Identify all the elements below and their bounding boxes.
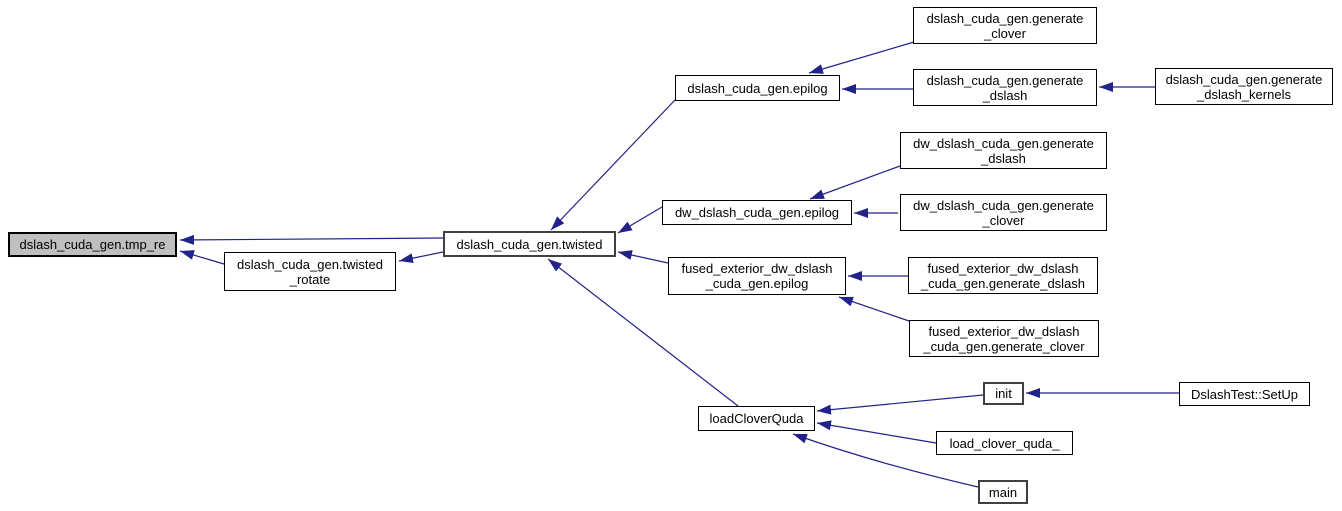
edge-twisted-to-twisted-rotate [398,251,444,264]
edge-fused-epilog-to-twisted [617,250,669,264]
node-dslash-cuda-gen-generate-clover[interactable]: dslash_cuda_gen.generate _clover [913,7,1097,44]
node-dslash-cuda-gen-generate-dslash[interactable]: dslash_cuda_gen.generate _dslash [913,69,1097,106]
node-dslash-cuda-gen-twisted[interactable]: dslash_cuda_gen.twisted [443,231,616,257]
node-dslashtest-setup[interactable]: DslashTest::SetUp [1179,382,1310,406]
edge-dw-epilog-to-twisted [617,206,663,234]
node-fused-exterior-dw-dslash-cuda-gen-generate-dslash[interactable]: fused_exterior_dw_dslash _cuda_gen.gener… [908,257,1098,294]
edge-fused-generate-clover-to-fused-epilog [838,296,910,322]
node-fused-exterior-dw-dslash-cuda-gen-epilog[interactable]: fused_exterior_dw_dslash _cuda_gen.epilo… [668,257,846,295]
edge-init-to-loadcloverquda [816,394,984,415]
node-loadcloverquda[interactable]: loadCloverQuda [698,406,815,431]
node-dslash-cuda-gen-tmp-re[interactable]: dslash_cuda_gen.tmp_re [8,232,177,257]
edge-dw-generate-dslash-to-dw-epilog [809,165,901,200]
edge-twisted-rotate-to-tmp-re [179,250,225,265]
node-load-clover-quda[interactable]: load_clover_quda_ [936,431,1073,455]
node-dslash-cuda-gen-epilog[interactable]: dslash_cuda_gen.epilog [675,75,840,101]
node-dslash-cuda-gen-generate-dslash-kernels[interactable]: dslash_cuda_gen.generate _dslash_kernels [1155,68,1333,105]
edge-twisted-to-tmp-re [179,234,444,245]
edge-epilog-to-twisted [550,99,676,231]
node-dw-dslash-cuda-gen-generate-clover[interactable]: dw_dslash_cuda_gen.generate _clover [900,194,1107,231]
node-fused-exterior-dw-dslash-cuda-gen-generate-clover[interactable]: fused_exterior_dw_dslash _cuda_gen.gener… [909,320,1099,357]
edge-generate-clover-to-epilog [808,41,915,74]
edge-load-clover-quda-to-loadcloverquda [816,420,937,444]
node-main[interactable]: main [978,480,1028,504]
node-dw-dslash-cuda-gen-epilog[interactable]: dw_dslash_cuda_gen.epilog [662,200,852,225]
node-dslash-cuda-gen-twisted-rotate[interactable]: dslash_cuda_gen.twisted _rotate [224,252,396,291]
node-dw-dslash-cuda-gen-generate-dslash[interactable]: dw_dslash_cuda_gen.generate _dslash [900,132,1107,169]
node-init[interactable]: init [983,382,1024,405]
